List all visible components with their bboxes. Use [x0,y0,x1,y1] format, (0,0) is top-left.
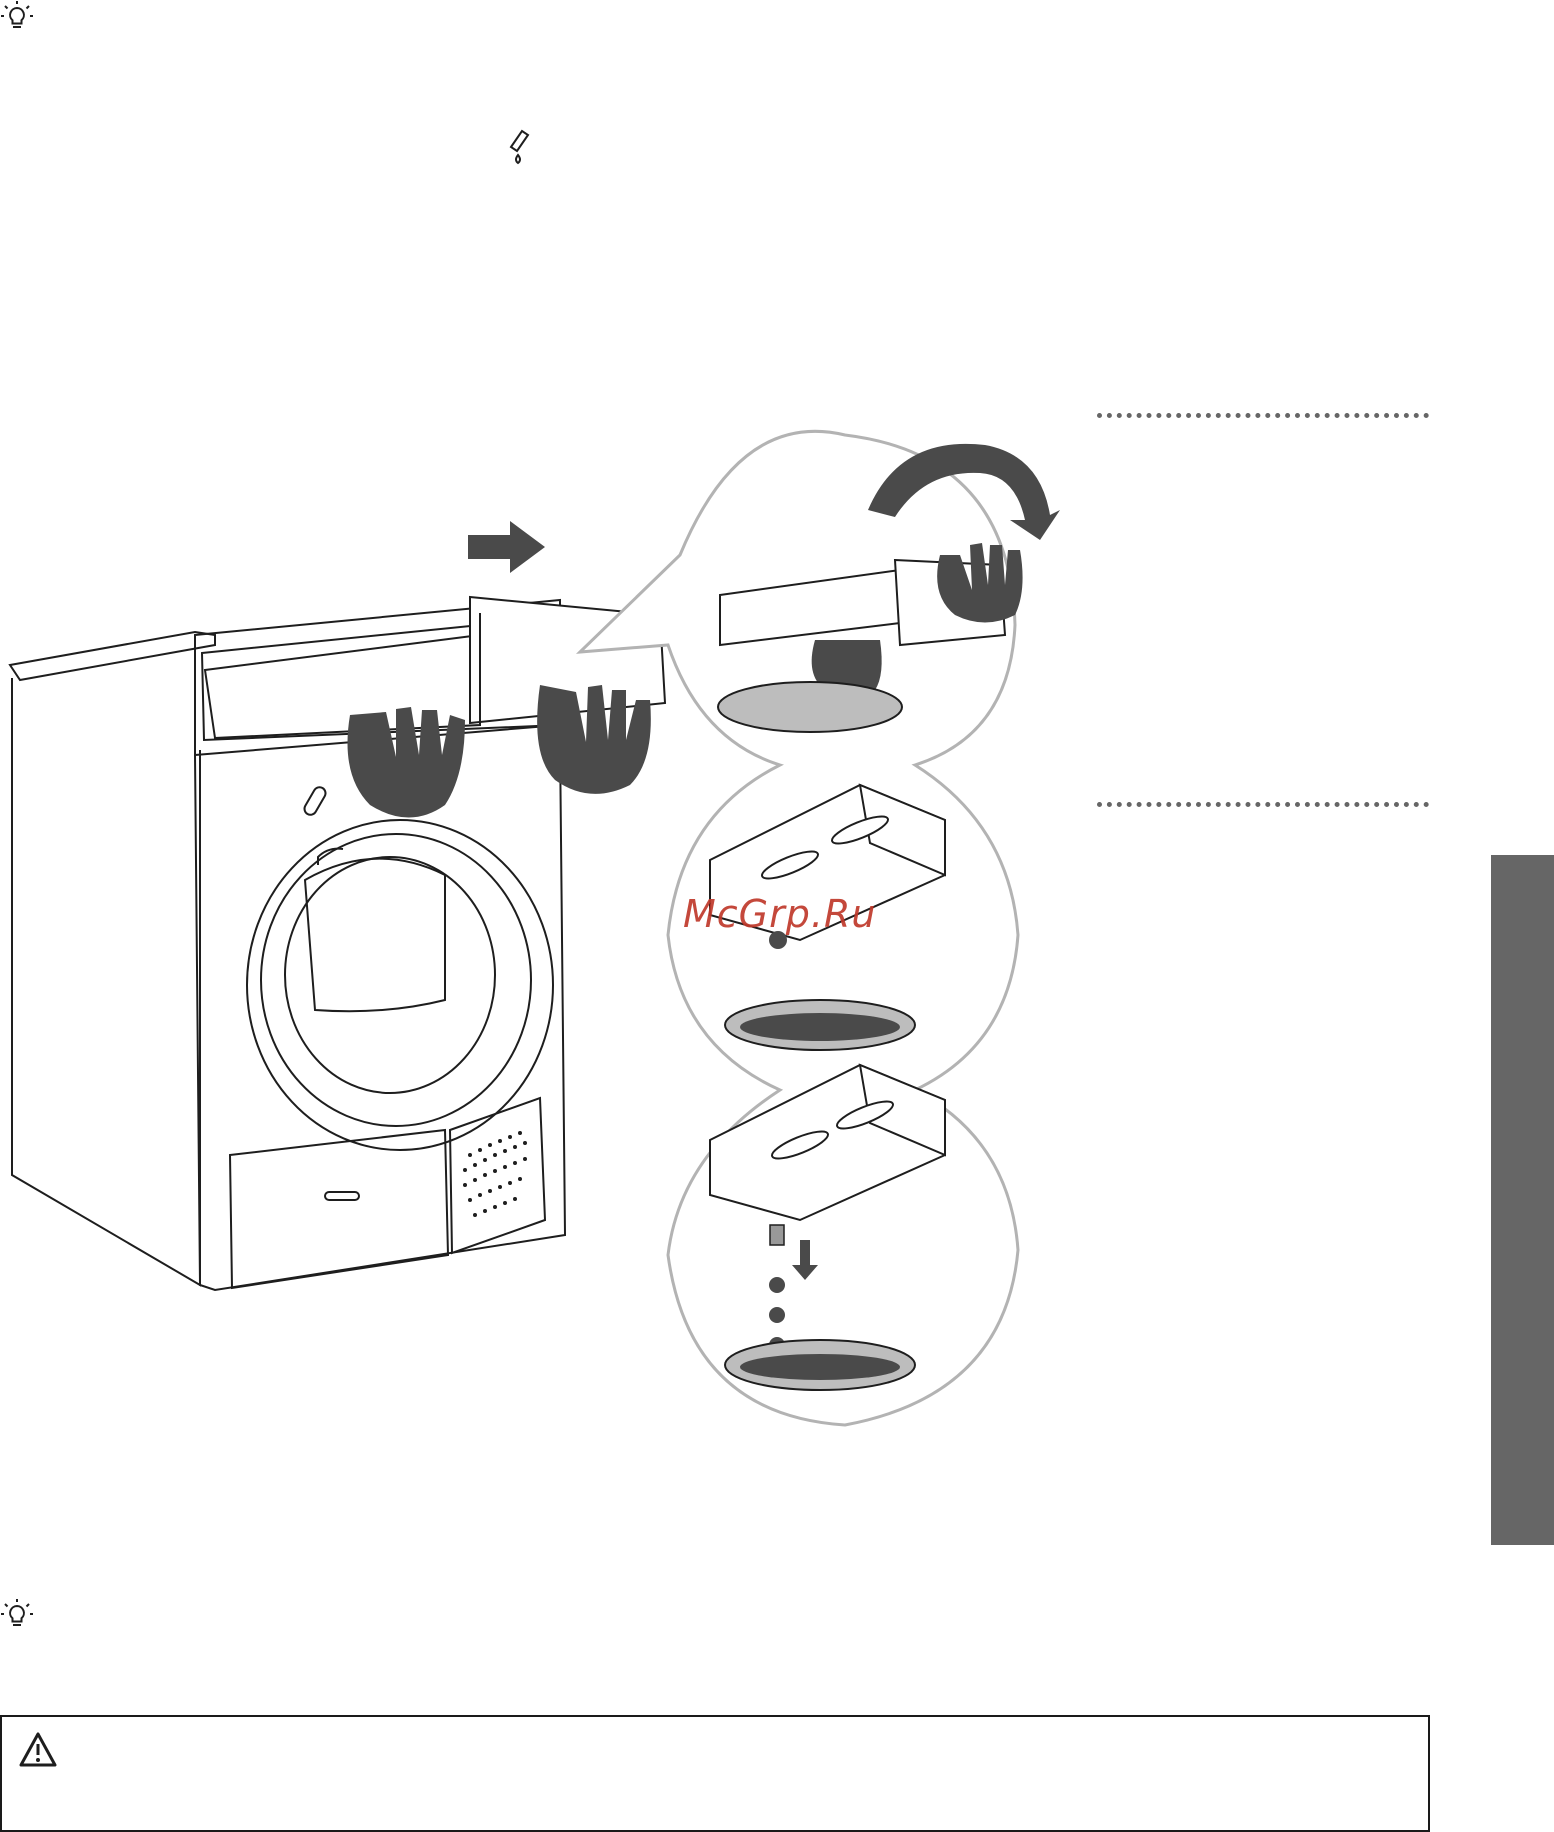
speaker-grille [448,1096,547,1255]
warning-triangle-icon [19,1732,57,1767]
water-container-icon [509,129,530,165]
section-divider-1 [1097,413,1429,418]
lightbulb-icon [1,1,33,28]
watermark: McGrp.Ru [683,892,877,936]
curved-arrow-icon [868,443,1060,540]
section-divider-2 [1097,802,1429,807]
warning-box [0,1715,1430,1832]
chapter-tab [1491,855,1554,1545]
down-arrow-icon [792,1240,818,1280]
dryer-door-outer [246,819,554,1151]
pull-arrow-icon [468,521,545,573]
lightbulb-icon [1,1599,33,1626]
drain-tray-1 [717,681,903,733]
filter-door [228,1128,450,1290]
dryer-drain-illustration [8,429,1060,1427]
right-hand [537,685,651,794]
dryer-door-glass [284,856,496,1094]
dryer-top [8,630,216,682]
dryer-side [11,678,201,1287]
water-tank-drawer [203,633,481,740]
left-hand [347,707,465,818]
lifting-hand [937,543,1023,623]
